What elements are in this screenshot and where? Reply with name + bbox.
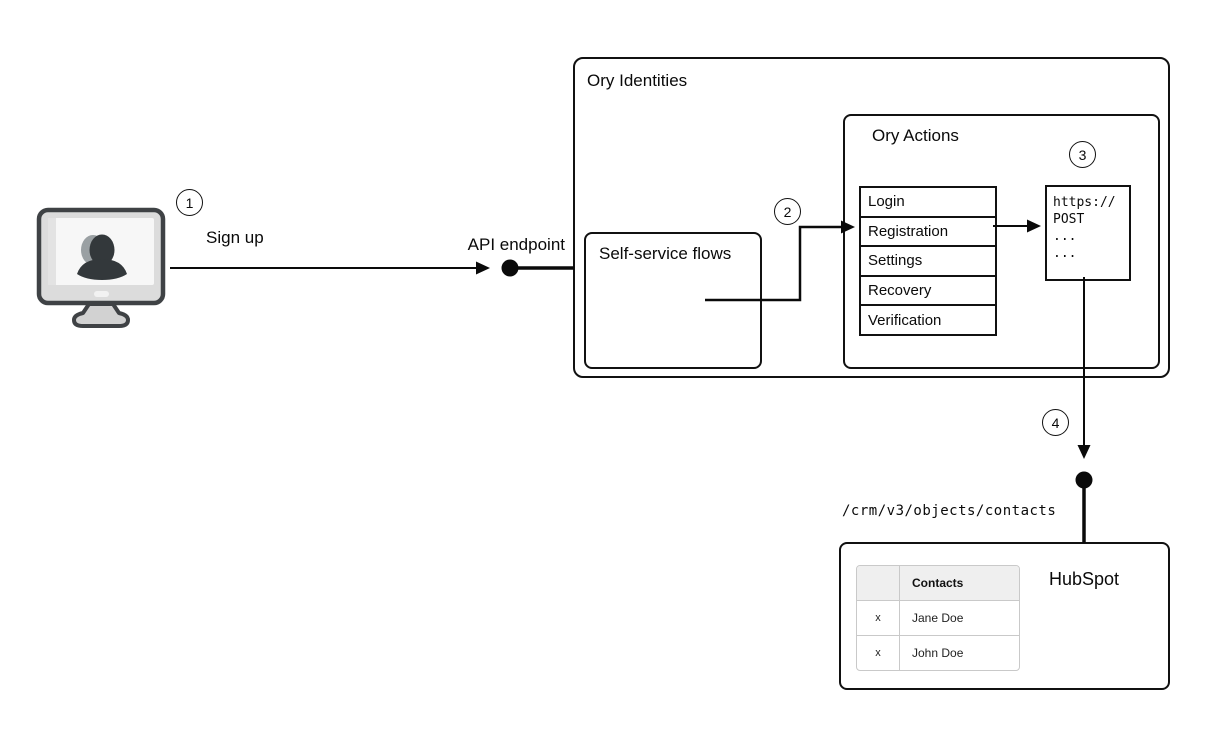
- code-line-2: POST: [1053, 212, 1085, 227]
- flow-row-registration: Registration: [861, 218, 995, 248]
- api-endpoint-label: API endpoint: [467, 235, 565, 254]
- self-service-flows-box: Self-service flows: [584, 232, 762, 369]
- hubspot-title: HubSpot: [1049, 569, 1120, 589]
- monitor-user-icon-svg: [36, 207, 166, 328]
- step-number-1: 1: [185, 194, 194, 211]
- code-line-1: https://: [1053, 195, 1116, 210]
- hubspot-box: HubSpot Contacts x Jane Doe x John Doe: [839, 542, 1170, 690]
- code-line-4: ...: [1053, 246, 1077, 261]
- sign-up-label: Sign up: [206, 228, 264, 247]
- flow-row-verification: Verification: [868, 311, 942, 329]
- code-line-3: ...: [1053, 229, 1077, 244]
- api-endpoint-dot: [501, 259, 519, 277]
- contacts-row-1-action: x: [857, 601, 900, 635]
- contacts-table-header-row: Contacts: [857, 566, 1019, 601]
- step-number-3: 3: [1078, 146, 1087, 163]
- crm-endpoint-path: /crm/v3/objects/contacts: [842, 503, 1057, 519]
- step-badge-4: 4: [1042, 409, 1069, 436]
- hubspot-endpoint-dot: [1075, 471, 1093, 489]
- step-badge-3: 3: [1069, 141, 1096, 168]
- monitor-user-icon: [36, 207, 166, 331]
- contacts-header-label: Contacts: [912, 576, 964, 590]
- webhook-request-box: https:// POST ... ...: [1045, 185, 1131, 281]
- contacts-row-2-action: x: [857, 636, 900, 670]
- flow-list: Login Registration Settings Recovery Ver…: [859, 186, 997, 336]
- step-number-4: 4: [1051, 414, 1060, 431]
- ory-actions-title: Ory Actions: [872, 126, 959, 145]
- flow-row-settings: Settings: [861, 247, 995, 277]
- contacts-table: Contacts x Jane Doe x John Doe: [856, 565, 1020, 671]
- flow-row-login: Login: [861, 188, 995, 218]
- self-service-flows-title: Self-service flows: [599, 244, 732, 263]
- ory-identities-box: Ory Identities Self-service flows Ory Ac…: [573, 57, 1170, 378]
- step-badge-1: 1: [176, 189, 203, 216]
- contacts-header-action-cell: [857, 566, 900, 600]
- ory-actions-box: Ory Actions Login Registration Settings …: [843, 114, 1160, 369]
- contacts-row-1-name: Jane Doe: [912, 611, 964, 625]
- contacts-row-2-name: John Doe: [912, 646, 964, 660]
- flow-row-recovery: Recovery: [861, 277, 995, 307]
- step-number-2: 2: [783, 203, 792, 220]
- contacts-row-2: x John Doe: [857, 636, 1019, 670]
- signup-arrowhead-icon: [476, 261, 490, 275]
- contacts-row-1: x Jane Doe: [857, 601, 1019, 636]
- hubspot-arrowhead-icon: [1077, 445, 1091, 459]
- ory-identities-title: Ory Identities: [587, 71, 688, 90]
- step-badge-2: 2: [774, 198, 801, 225]
